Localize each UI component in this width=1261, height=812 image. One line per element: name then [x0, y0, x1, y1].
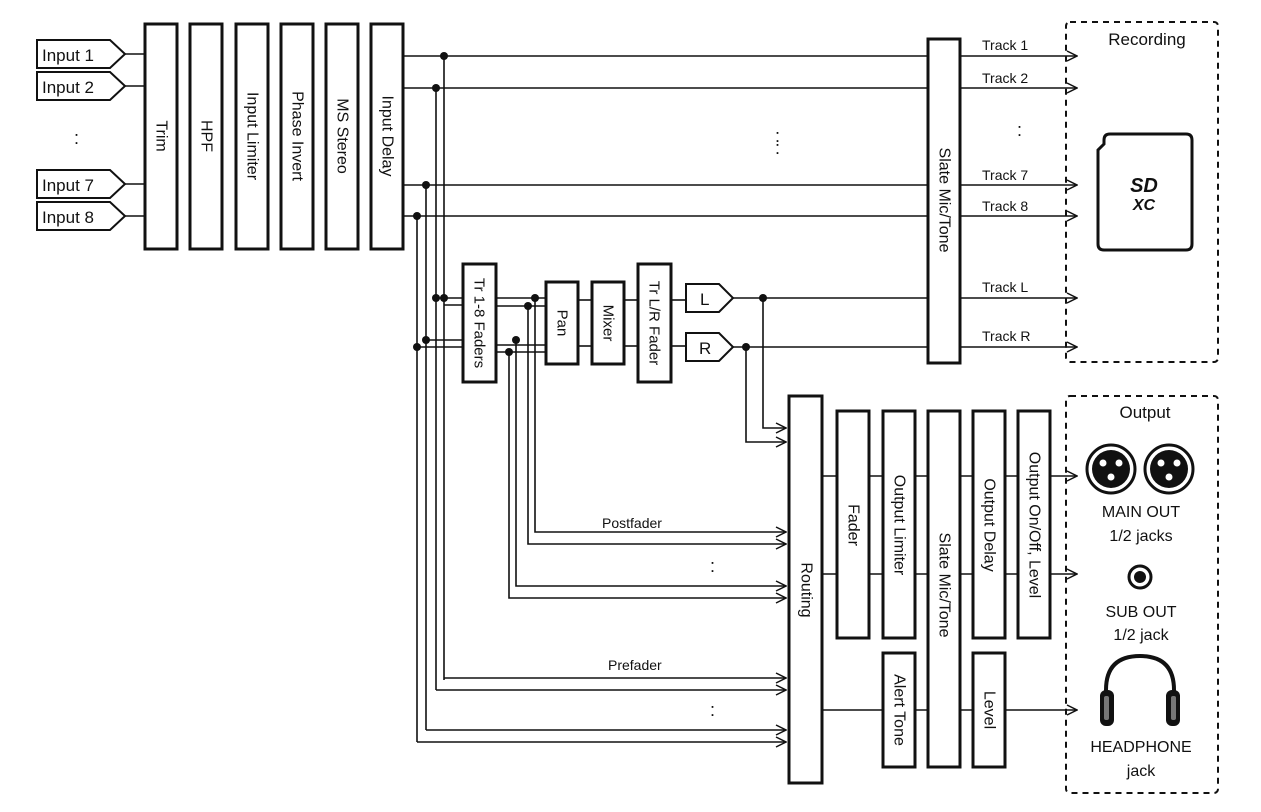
main-out-sub-label: 1/2 jacks: [1109, 528, 1172, 545]
mixer-block: [590, 280, 626, 366]
alert-tone-label: Alert Tone: [891, 674, 908, 746]
output-limiter-label: Output Limiter: [891, 475, 908, 576]
alert-tone-block: [881, 651, 917, 769]
phase-invert-label: Phase Invert: [289, 91, 306, 181]
mini-jack-icon: [1127, 564, 1153, 590]
level-label: Level: [981, 691, 998, 729]
fader-label: Fader: [845, 504, 862, 546]
output-onoff-level-block: [1016, 409, 1052, 640]
slate-output-label: Slate Mic/Tone: [936, 533, 953, 638]
track-labels: Track 1 Track 2 : Track 7 Track 8 Track …: [982, 37, 1030, 344]
sub-out-sub-label: 1/2 jack: [1113, 627, 1169, 644]
main-out-label: MAIN OUT: [1102, 504, 1180, 521]
fader-block: [835, 409, 871, 640]
postfader-label: Postfader: [602, 515, 662, 531]
ms-stereo-label: MS Stereo: [334, 98, 351, 174]
track-2-label: Track 2: [982, 70, 1028, 86]
ms-stereo-block: [324, 22, 360, 251]
xlr-jack-icon: [1085, 443, 1137, 495]
lr-fader-block: [636, 262, 673, 384]
input-delay-block: [369, 22, 405, 251]
input-ellipsis: :: [74, 128, 79, 148]
mixer-label: Mixer: [600, 305, 617, 342]
headphone-sub-label: jack: [1126, 763, 1156, 780]
sd-logo-bottom: XC: [1132, 197, 1156, 214]
output-onoff-level-label: Output On/Off, Level: [1026, 452, 1043, 598]
hpf-label: HPF: [198, 120, 215, 152]
output-delay-block: [971, 409, 1007, 640]
sub-out-label: SUB OUT: [1105, 604, 1176, 621]
lr-fader-label: Tr L/R Fader: [646, 281, 663, 365]
pan-label: Pan: [554, 310, 571, 337]
sd-logo-top: SD: [1130, 175, 1158, 197]
output-delay-label: Output Delay: [981, 478, 998, 571]
track-ellipsis: :: [775, 126, 780, 146]
track-faders-block: [461, 262, 498, 384]
output-title: Output: [1119, 403, 1170, 422]
l-bus-label: L: [700, 290, 709, 309]
slate-output-block: [926, 409, 962, 769]
headphone-label: HEADPHONE: [1090, 739, 1191, 756]
prefader-ellipsis: :: [710, 700, 715, 720]
recording-title: Recording: [1108, 30, 1186, 49]
r-bus-label: R: [699, 339, 711, 358]
input-8-label: Input 8: [42, 208, 94, 227]
track-7-label: Track 7: [982, 167, 1028, 183]
input-delay-label: Input Delay: [379, 96, 396, 177]
junction-dots: [413, 52, 767, 356]
trim-label: Trim: [153, 120, 170, 151]
recording-box: [1065, 21, 1219, 363]
phase-invert-block: [279, 22, 315, 251]
track-ellipsis-right: :: [1017, 120, 1022, 140]
headphone-icon: [1100, 653, 1180, 726]
track-l-label: Track L: [982, 279, 1028, 295]
input-tags: Input 1 Input 2 : Input 7 Input 8: [36, 39, 127, 231]
trim-block: [143, 22, 179, 251]
routing-block: [787, 394, 824, 785]
postfader-ellipsis: :: [710, 556, 715, 576]
output-limiter-block: [881, 409, 917, 640]
input-limiter-label: Input Limiter: [244, 92, 261, 181]
routing-label: Routing: [798, 562, 815, 617]
output-processing: Fader Output Limiter Slate Mic/Tone Outp…: [835, 409, 1052, 769]
slate-track-block: [926, 37, 962, 365]
xlr-jack-icon-2: [1143, 443, 1195, 495]
input-processing: Trim HPF Input Limiter Phase Invert MS S…: [143, 22, 405, 251]
track-1-label: Track 1: [982, 37, 1028, 53]
sd-card-icon: SD XC: [1096, 132, 1194, 252]
slate-track-label: Slate Mic/Tone: [936, 148, 953, 253]
track-ellipsis-2: :: [775, 138, 780, 158]
mix-section: Tr 1-8 Faders Pan Mixer Tr L/R Fader L R: [461, 262, 735, 384]
pan-block: [544, 280, 580, 366]
track-8-label: Track 8: [982, 198, 1028, 214]
prefader-label: Prefader: [608, 657, 662, 673]
hpf-block: [188, 22, 224, 251]
input-7-label: Input 7: [42, 176, 94, 195]
level-block: [971, 651, 1007, 769]
input-limiter-block: [234, 22, 270, 251]
output-box: [1065, 395, 1219, 794]
track-r-label: Track R: [982, 328, 1030, 344]
input-1-label: Input 1: [42, 46, 94, 65]
track-faders-label: Tr 1-8 Faders: [471, 278, 488, 368]
input-2-label: Input 2: [42, 78, 94, 97]
